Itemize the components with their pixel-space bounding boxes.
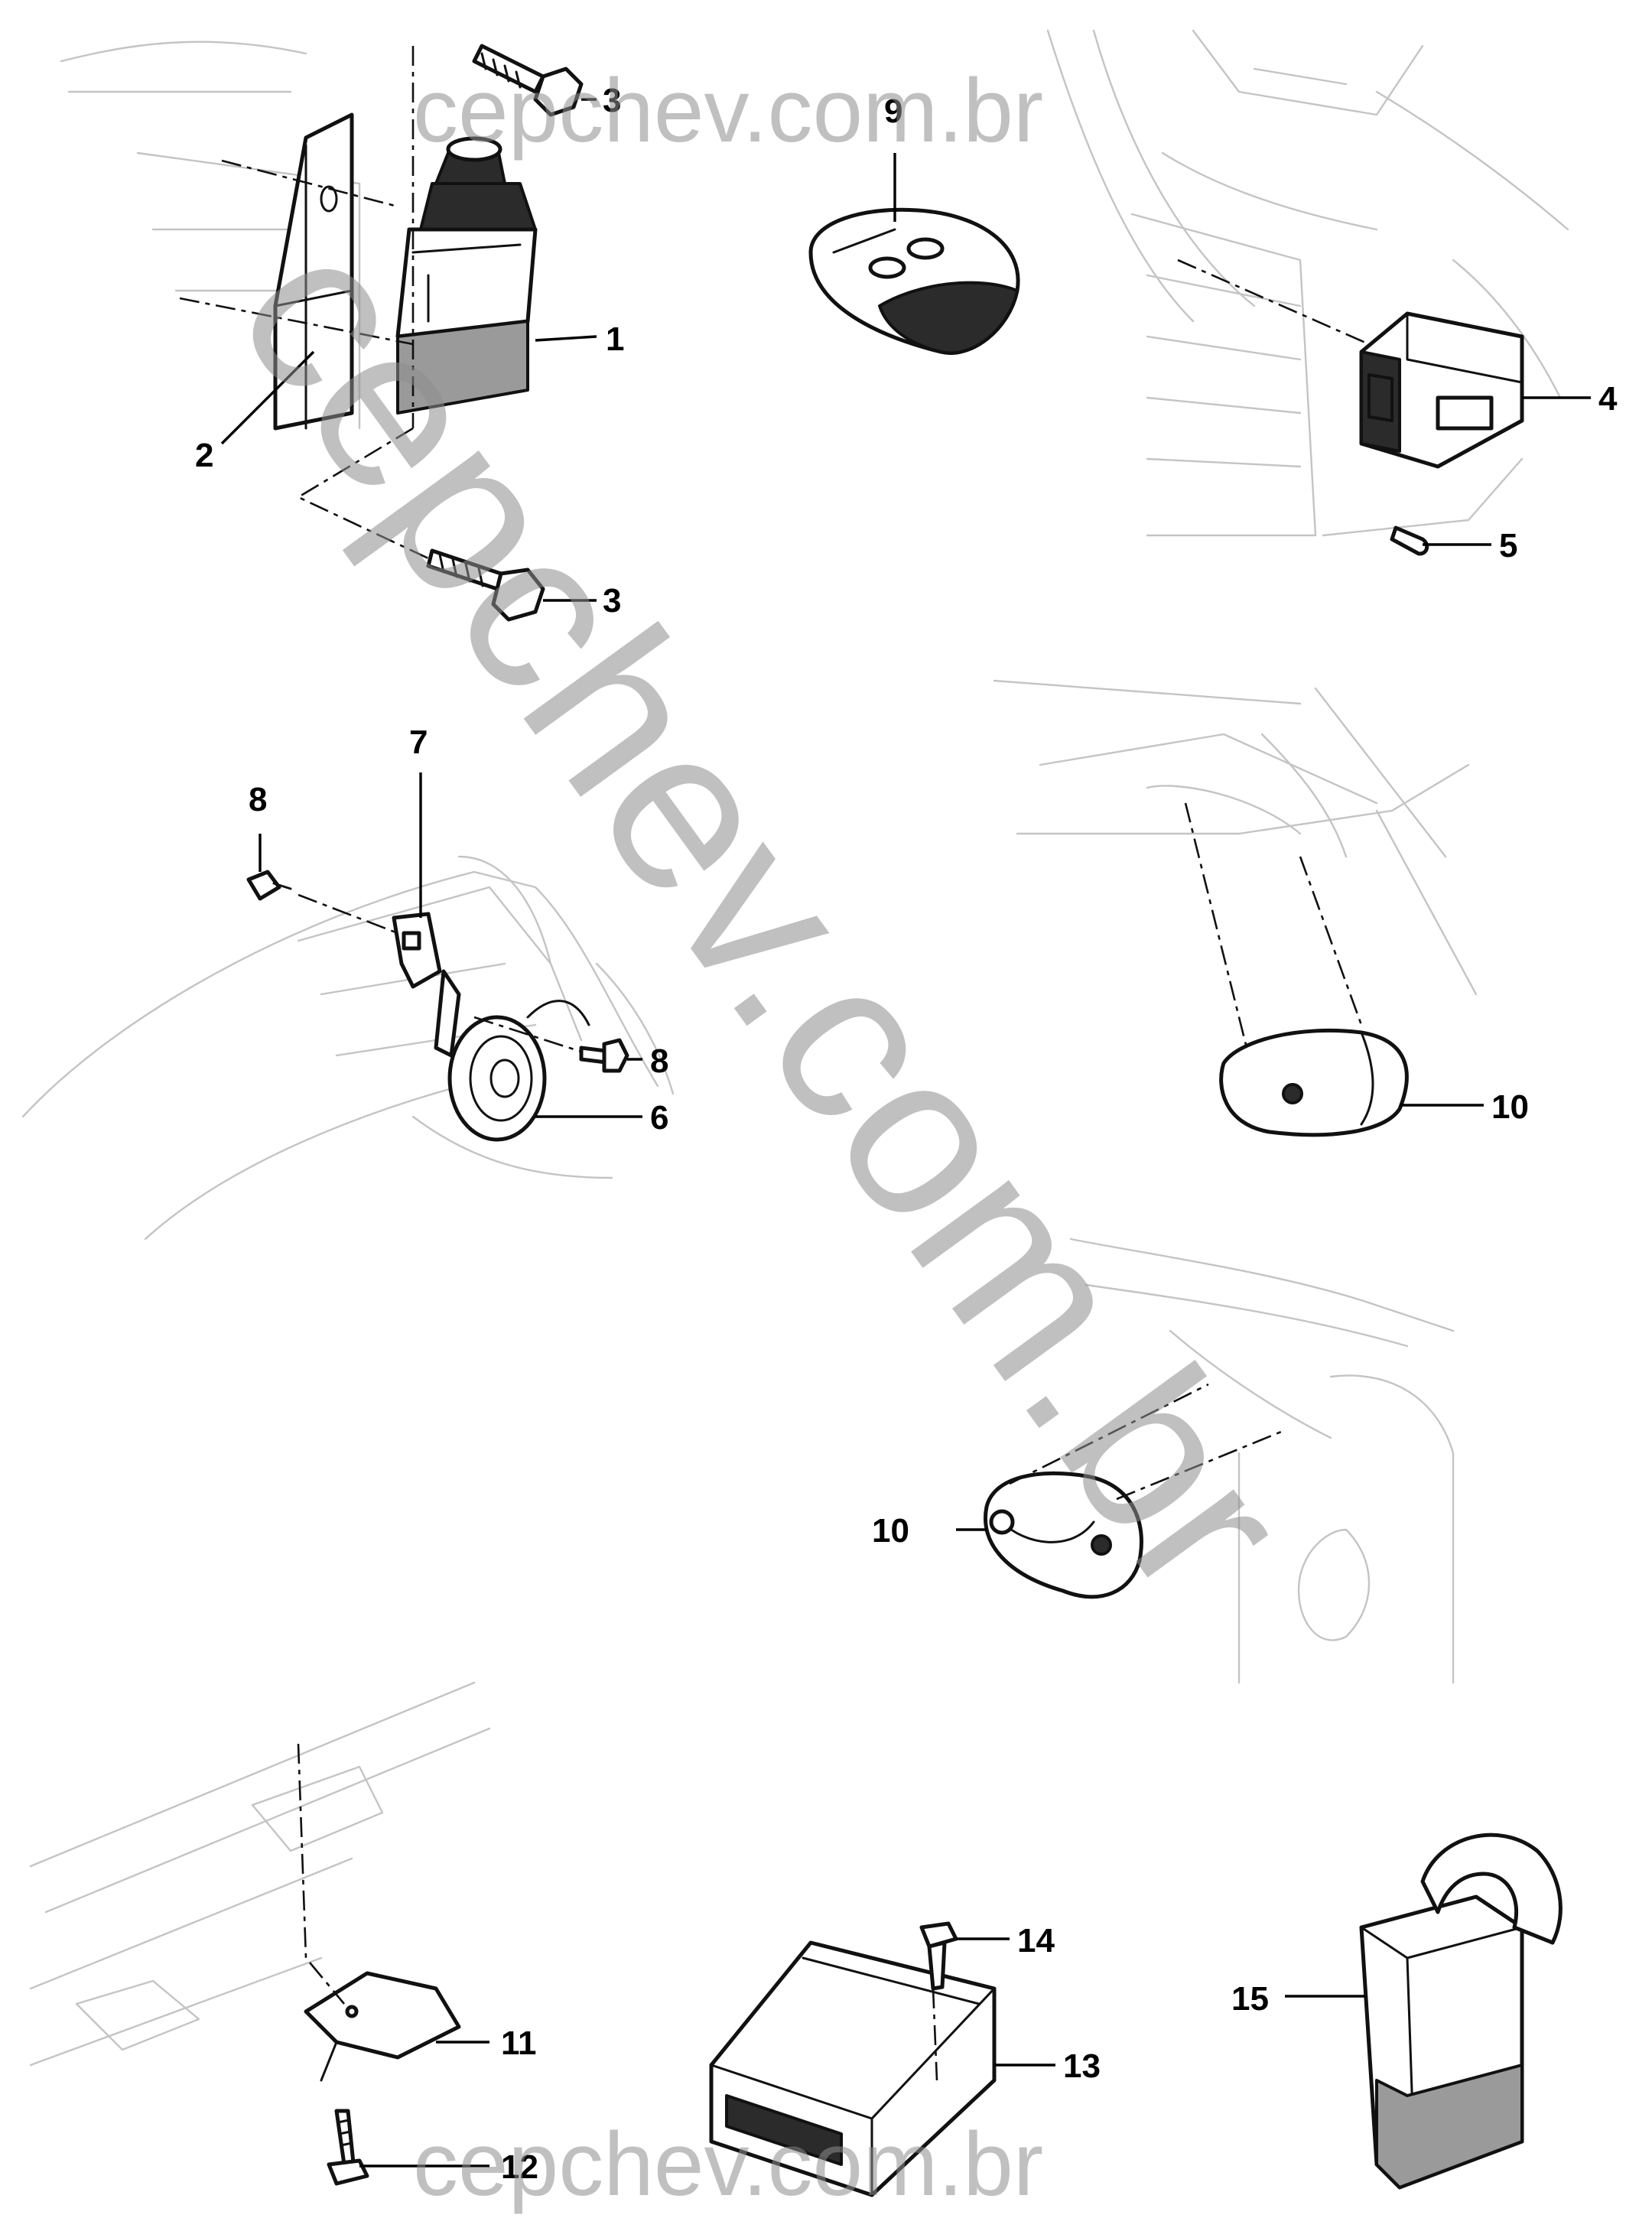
- callout-3-upper: 3: [603, 82, 621, 119]
- callout-8-left: 8: [249, 781, 267, 818]
- part-15-ignition-module: [1359, 1833, 1563, 2190]
- callout-9: 9: [884, 93, 902, 130]
- watermark-diagonal: cepchev.com.br: [189, 191, 1340, 1640]
- callout-14: 14: [1017, 1922, 1055, 1959]
- part-5-bulb: [1390, 525, 1429, 556]
- callout-6: 6: [650, 1099, 668, 1137]
- leader-lines: [220, 98, 1591, 2168]
- part-1-switch: [395, 136, 538, 415]
- part-9-remote-key: [808, 207, 1020, 355]
- part-2-bracket: [273, 112, 354, 431]
- part-3-screw-upper: [472, 44, 584, 117]
- callout-2: 2: [195, 437, 213, 474]
- context-outline-floor-module: [29, 1681, 491, 2067]
- part-10-roof-lamp: [1219, 1028, 1409, 1137]
- assembly-lines: [179, 46, 1370, 2081]
- callout-4: 4: [1598, 380, 1618, 418]
- callout-10-rear: 10: [872, 1512, 909, 1550]
- context-outline-rear-light-area: [1069, 1237, 1455, 1684]
- part-11-module-bracket: [304, 1971, 461, 2082]
- part-12-bolt: [327, 2109, 369, 2186]
- part-4-dash-switch: [1359, 311, 1524, 469]
- part-13-control-module: [709, 1940, 997, 2197]
- callout-5: 5: [1499, 527, 1517, 564]
- callout-1: 1: [606, 320, 624, 358]
- part-8-bolt-left: [246, 870, 292, 901]
- watermark-top: cepchev.com.br: [413, 60, 1043, 161]
- part-10-rear-lamp: [984, 1471, 1143, 1599]
- context-outline-dashboard: [1046, 29, 1569, 537]
- callout-12: 12: [501, 2148, 538, 2186]
- part-3-screw-lower: [426, 548, 545, 622]
- callouts: 1 2 3 3 4 5 9 7 8 8 6 10 10 11 12 13 14 …: [195, 82, 1618, 2186]
- context-outline-interior-light-roof: [993, 679, 1478, 996]
- callout-11: 11: [501, 2024, 537, 2062]
- callout-3-lower: 3: [603, 582, 621, 620]
- part-6-horn: [447, 1000, 590, 1142]
- callout-13: 13: [1063, 2047, 1101, 2085]
- part-7-horn-bracket: [392, 912, 461, 1058]
- callout-7: 7: [409, 724, 428, 761]
- callout-8-right: 8: [650, 1042, 668, 1080]
- callout-15: 15: [1231, 1980, 1269, 2018]
- callout-10-roof: 10: [1491, 1088, 1529, 1126]
- part-8-bolt-right: [579, 1038, 629, 1073]
- watermark-bottom: cepchev.com.br: [413, 2114, 1043, 2215]
